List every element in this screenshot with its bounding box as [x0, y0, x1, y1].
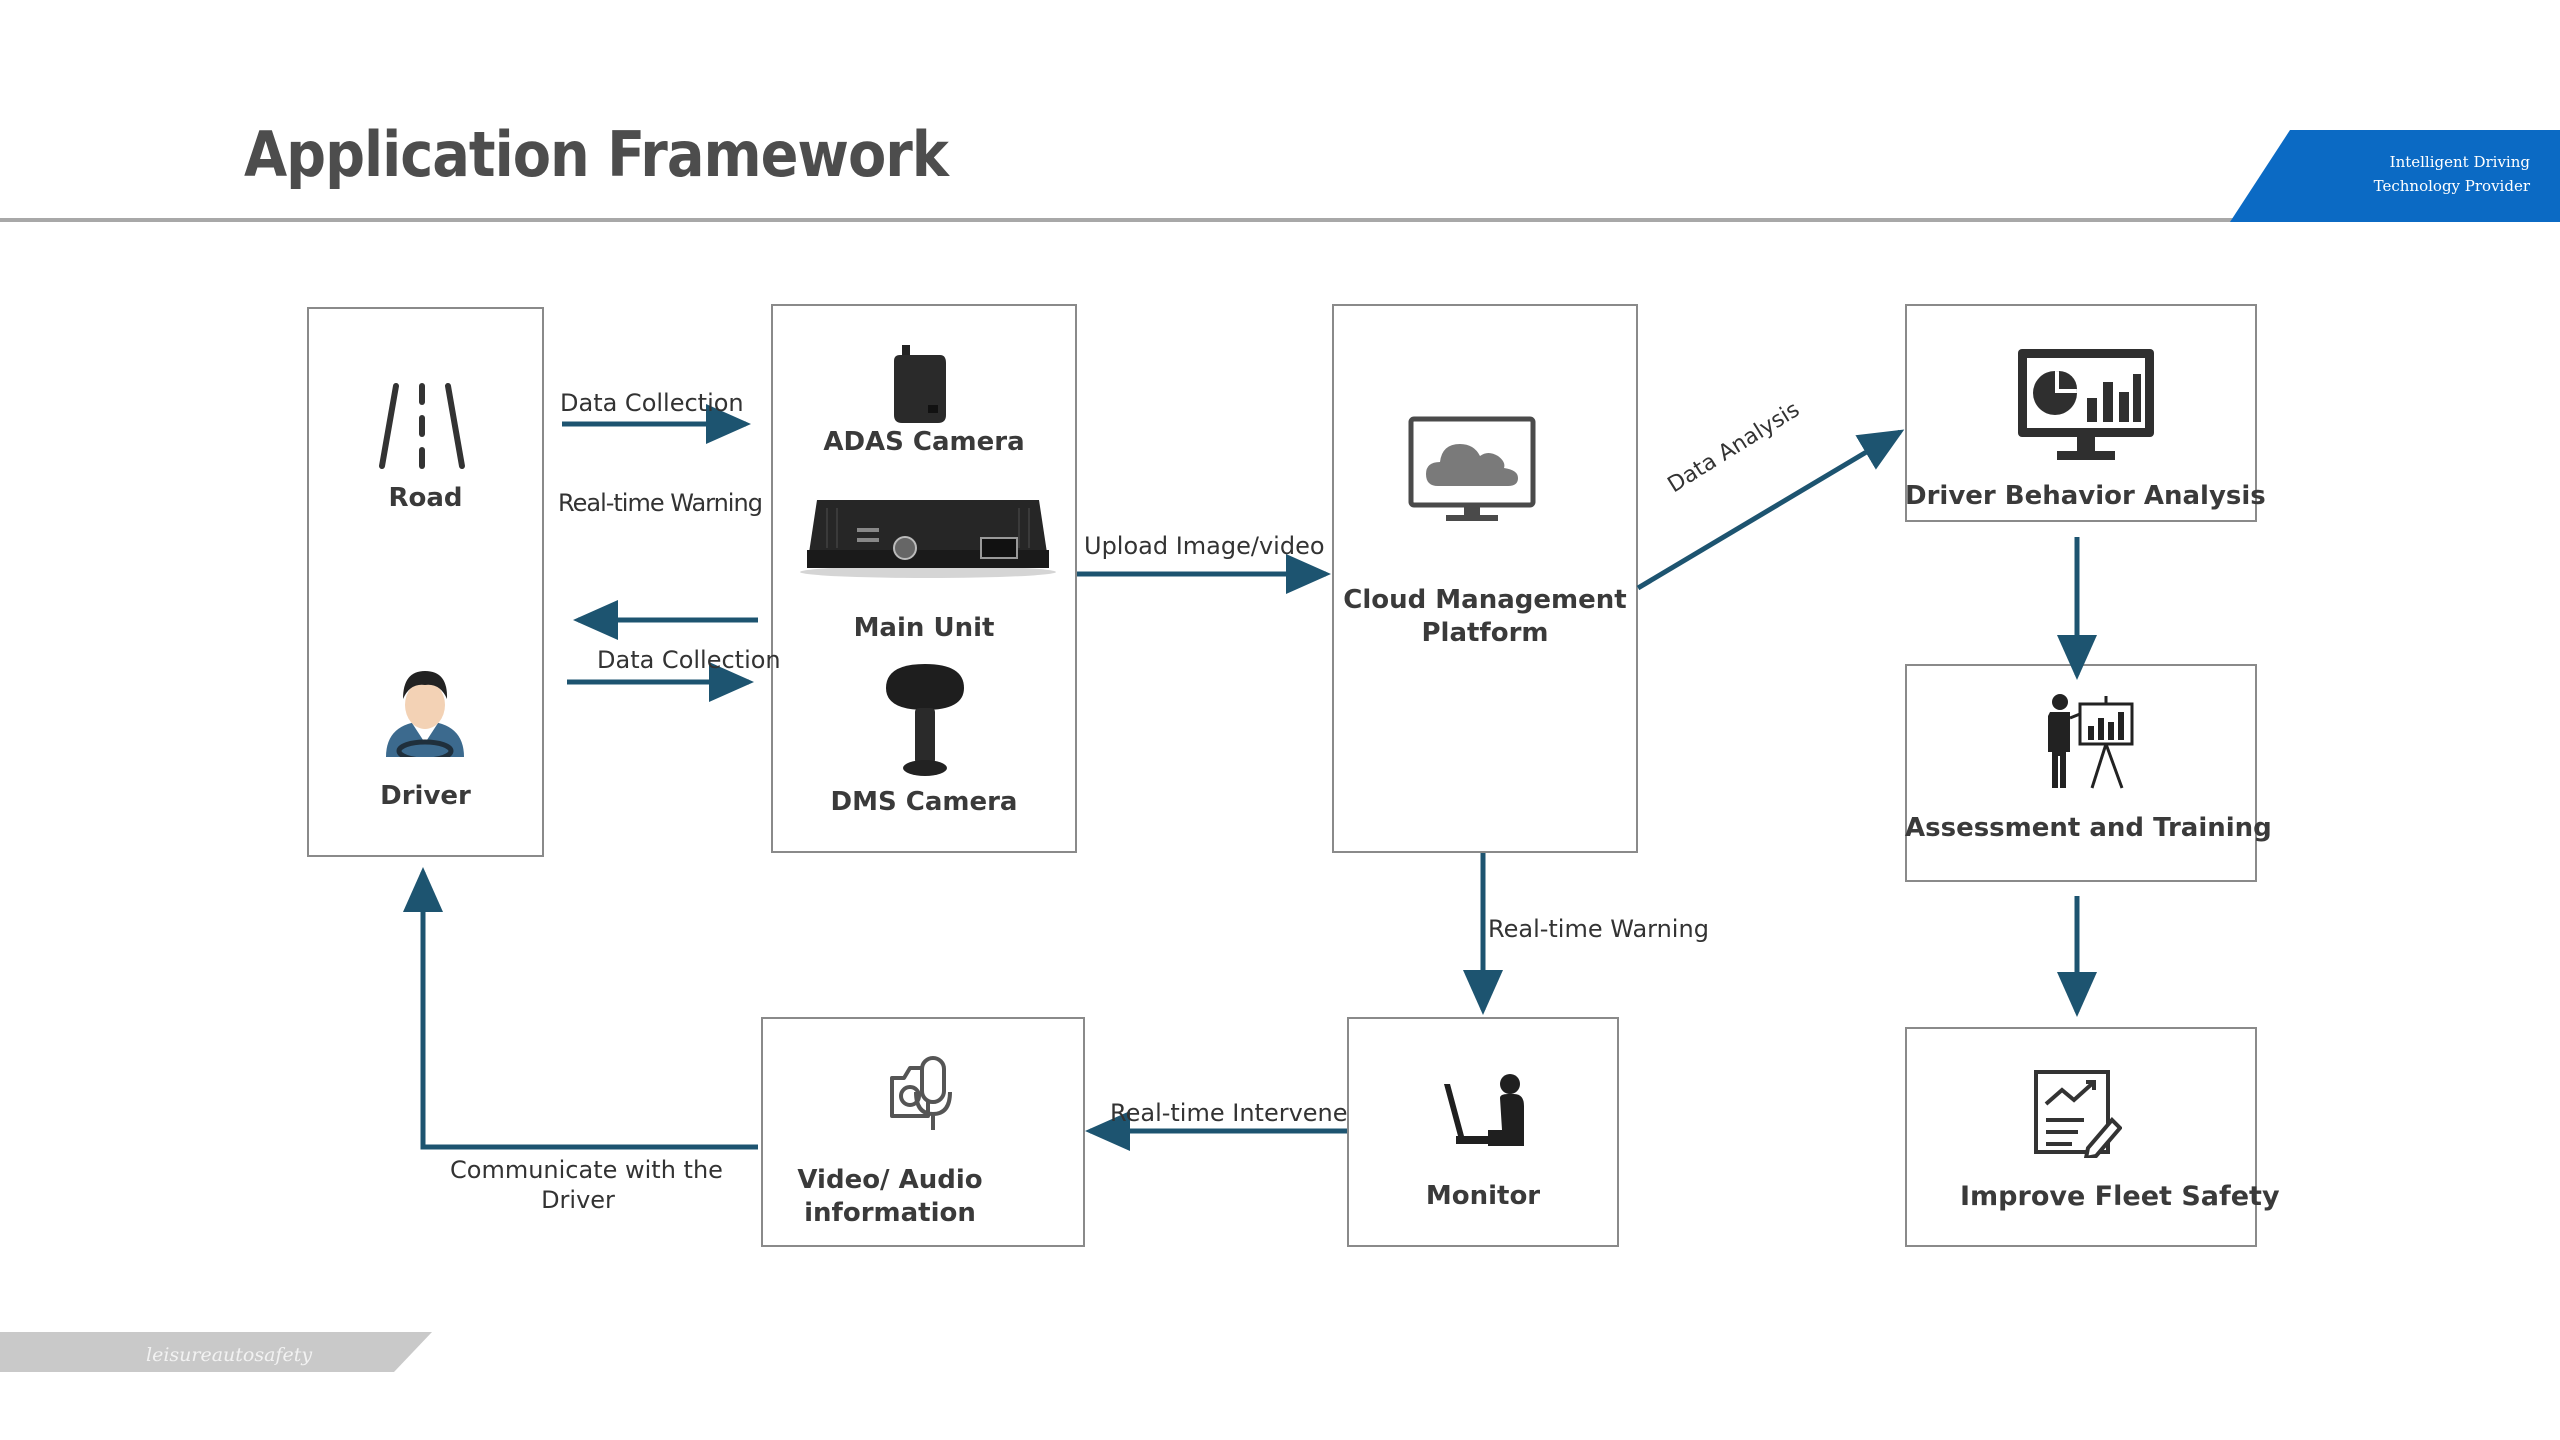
label-realtime-warning-left: Real-time Warning — [558, 489, 763, 517]
label-data-collection-top: Data Collection — [560, 389, 744, 417]
footer-brand: leisureautosafety — [146, 1344, 313, 1366]
video-audio-box — [761, 1017, 1085, 1247]
person-laptop-icon — [1444, 1074, 1524, 1146]
tagline-banner — [2230, 130, 2560, 222]
tagline-line-1: Intelligent Driving — [2389, 153, 2530, 171]
page-title: Application Framework — [244, 118, 949, 191]
analytics-monitor-icon — [2018, 349, 2154, 460]
road-label: Road — [388, 483, 463, 513]
monitor-box — [1347, 1017, 1619, 1247]
dms-camera-label: DMS Camera — [830, 787, 1018, 817]
tagline: Intelligent Driving Technology Provider — [2374, 150, 2530, 198]
arrow-communicate — [403, 867, 758, 1150]
video-audio-line-2: information — [804, 1197, 976, 1228]
label-communicate-line-2: Driver — [541, 1186, 615, 1214]
cloud-platform-line-1: Cloud Management — [1343, 585, 1627, 615]
main-unit-label: Main Unit — [853, 613, 995, 643]
label-data-collection-bottom: Data Collection — [597, 646, 781, 674]
footer-banner — [0, 1332, 432, 1372]
tagline-line-2: Technology Provider — [2373, 177, 2530, 195]
monitor-label: Monitor — [1425, 1181, 1541, 1211]
cloud-monitor-icon — [1408, 416, 1536, 521]
assessment-label: Assessment and Training — [1905, 813, 2272, 843]
cloud-platform-label: Cloud Management Platform — [1332, 584, 1638, 649]
label-realtime-warning-down: Real-time Warning — [1488, 915, 1709, 943]
arrow-data-analysis — [1636, 429, 1905, 591]
report-document-icon — [2034, 1070, 2122, 1158]
label-communicate-line-1: Communicate with the — [450, 1156, 723, 1184]
presenter-chart-icon — [2048, 694, 2134, 789]
header-divider — [0, 218, 2440, 222]
camera-microphone-icon — [890, 1056, 952, 1130]
video-audio-line-1: Video/ Audio — [797, 1165, 983, 1195]
road-icon — [379, 383, 465, 469]
driver-icon — [386, 671, 464, 757]
label-communicate: Communicate with the Driver — [450, 1155, 723, 1215]
adas-camera-icon — [894, 345, 946, 423]
driver-behavior-label: Driver Behavior Analysis — [1905, 481, 2266, 511]
cloud-platform-line-2: Platform — [1421, 617, 1549, 648]
road-driver-box — [307, 307, 544, 857]
driver-label: Driver — [380, 781, 471, 811]
label-upload: Upload Image/video — [1084, 532, 1325, 560]
video-audio-label: Video/ Audio information — [761, 1164, 1019, 1229]
label-realtime-intervene: Real-time Intervene — [1110, 1099, 1348, 1127]
main-unit-device-icon — [800, 500, 1056, 578]
adas-camera-label: ADAS Camera — [823, 427, 1025, 457]
dms-camera-icon — [886, 664, 964, 776]
improve-safety-label: Improve Fleet Safety — [1960, 1181, 2280, 1212]
cloud-platform-box — [1332, 304, 1638, 853]
